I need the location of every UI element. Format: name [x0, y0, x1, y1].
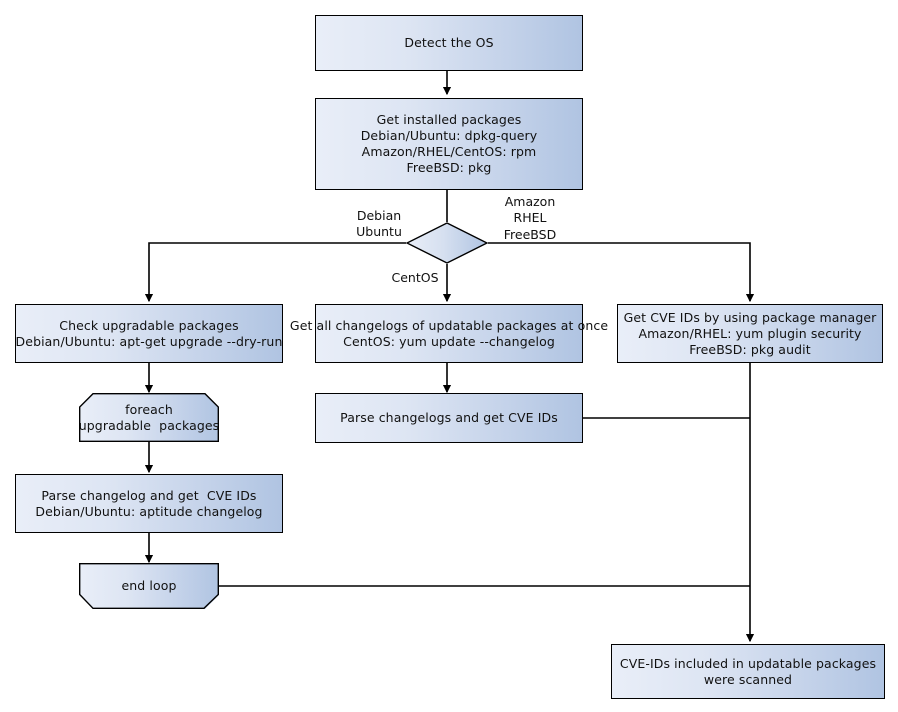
edge-decision-to-right: [488, 242, 755, 303]
edge-label-centos: CentOS: [391, 270, 439, 285]
node-parse-changelogs-get-cve-ids[interactable]: Parse changelogs and get CVE IDs: [315, 393, 583, 443]
node-get-all-changelogs[interactable]: Get all changelogs of updatable packages…: [290, 304, 608, 363]
edge-decision-to-left: [144, 242, 406, 303]
edge-label-amazon-rhel-freebsd: Amazon RHEL FreeBSD: [503, 194, 557, 242]
node-cve-ids-scanned-label: CVE-IDs included in updatable packages w…: [619, 655, 877, 687]
node-get-cve-ids-package-manager-label: Get CVE IDs by using package manager Ama…: [623, 309, 877, 357]
node-get-installed-packages[interactable]: Get installed packages Debian/Ubuntu: dp…: [315, 98, 583, 190]
node-check-upgradable-packages-label: Check upgradable packages Debian/Ubuntu:…: [15, 317, 283, 349]
node-detect-os[interactable]: Detect the OS: [315, 15, 583, 71]
node-check-upgradable-packages[interactable]: Check upgradable packages Debian/Ubuntu:…: [15, 304, 283, 363]
node-foreach-loop-body: foreach upgradable packages: [79, 393, 219, 442]
node-get-cve-ids-package-manager[interactable]: Get CVE IDs by using package manager Ama…: [617, 304, 883, 363]
node-foreach-loop-label: foreach upgradable packages: [78, 401, 220, 433]
node-detect-os-label: Detect the OS: [404, 35, 494, 50]
node-parse-changelog-get-cve-ids-label: Parse changelog and get CVE IDs Debian/U…: [35, 487, 263, 519]
node-parse-changelog-get-cve-ids[interactable]: Parse changelog and get CVE IDs Debian/U…: [15, 474, 283, 533]
node-end-loop[interactable]: end loop: [78, 562, 220, 609]
node-cve-ids-scanned[interactable]: CVE-IDs included in updatable packages w…: [611, 644, 885, 699]
node-foreach-loop[interactable]: foreach upgradable packages: [79, 392, 219, 442]
edge-label-debian-ubuntu: Debian Ubuntu: [356, 208, 402, 240]
node-end-loop-label: end loop: [121, 578, 177, 593]
decision-diamond: [405, 222, 489, 264]
node-parse-changelogs-get-cve-ids-label: Parse changelogs and get CVE IDs: [340, 410, 558, 425]
node-get-installed-packages-label: Get installed packages Debian/Ubuntu: dp…: [360, 112, 538, 175]
node-end-loop-body: end loop: [79, 563, 219, 609]
node-get-all-changelogs-label: Get all changelogs of updatable packages…: [289, 317, 609, 349]
